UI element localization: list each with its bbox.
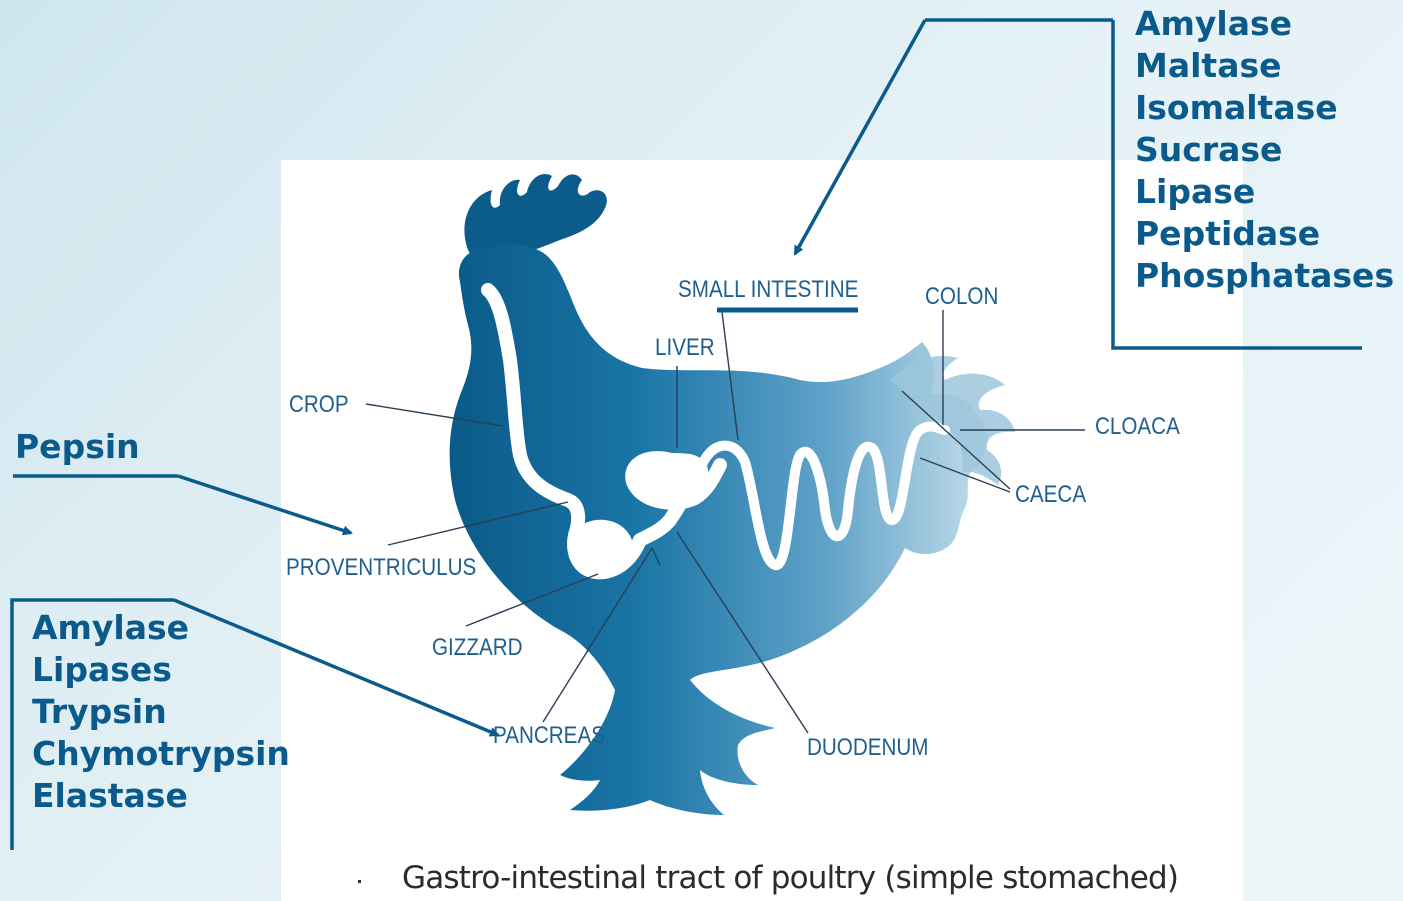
enzyme-item: Lipases	[32, 649, 290, 691]
label-caeca: CAECA	[1015, 481, 1086, 508]
label-liver: LIVER	[655, 334, 715, 361]
small-intestine-enzyme-list: Amylase Maltase Isomaltase Sucrase Lipas…	[1135, 3, 1394, 297]
label-colon: COLON	[925, 283, 998, 310]
enzyme-item: Isomaltase	[1135, 87, 1394, 129]
enzyme-item: Sucrase	[1135, 129, 1394, 171]
enzyme-item: Peptidase	[1135, 213, 1394, 255]
pepsin-label: Pepsin	[15, 426, 140, 468]
pepsin-arrow	[178, 476, 351, 533]
enzyme-item: Amylase	[32, 607, 290, 649]
small-intestine-arrow	[795, 20, 925, 254]
figure-caption: Gastro-intestinal tract of poultry (simp…	[402, 860, 1178, 896]
label-small-intestine: SMALL INTESTINE	[678, 276, 858, 303]
enzyme-item: Phosphatases	[1135, 255, 1394, 297]
label-proventriculus: PROVENTRICULUS	[286, 554, 476, 581]
enzyme-item: Elastase	[32, 775, 290, 817]
enzyme-item: Trypsin	[32, 691, 290, 733]
pancreas-enzyme-list: Amylase Lipases Trypsin Chymotrypsin Ela…	[32, 607, 290, 817]
enzyme-item: Chymotrypsin	[32, 733, 290, 775]
label-duodenum: DUODENUM	[807, 734, 929, 761]
enzyme-item: Maltase	[1135, 45, 1394, 87]
rooster-silhouette	[450, 174, 1015, 815]
label-crop: CROP	[289, 391, 349, 418]
caption-bullet	[358, 880, 361, 883]
label-cloaca: CLOACA	[1095, 413, 1180, 440]
enzyme-item: Amylase	[1135, 3, 1394, 45]
label-pancreas: PANCREAS	[493, 722, 605, 749]
enzyme-item: Lipase	[1135, 171, 1394, 213]
label-gizzard: GIZZARD	[432, 634, 523, 661]
